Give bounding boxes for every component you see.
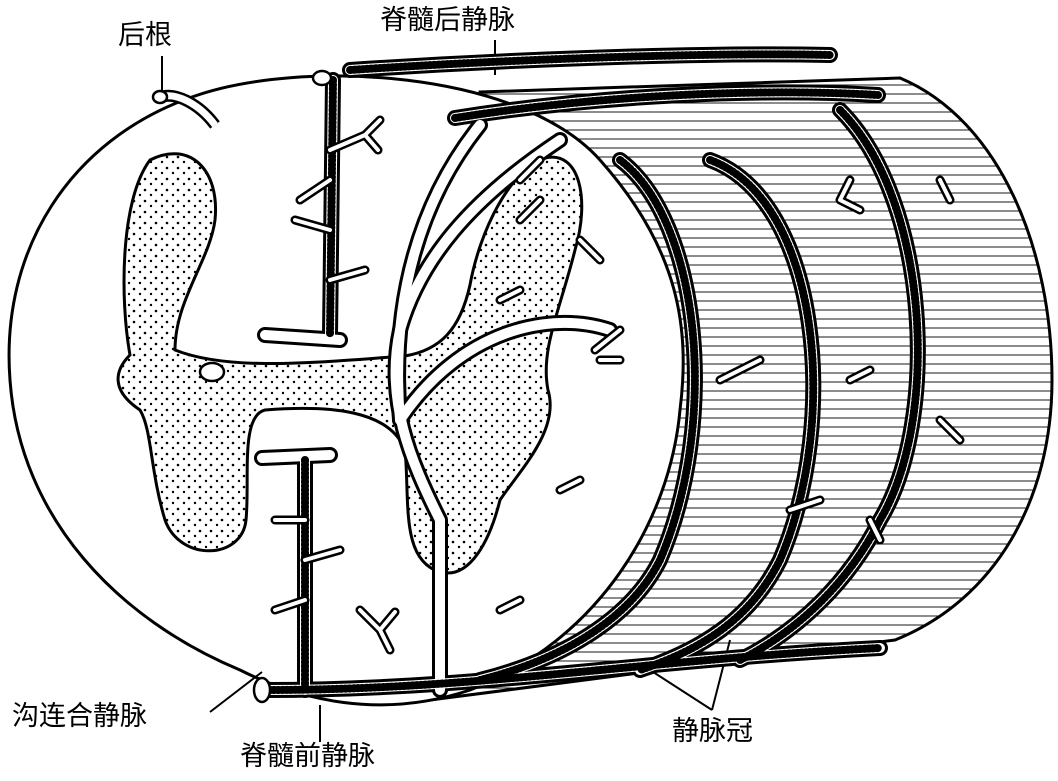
posterior-vein-cut-end <box>311 69 333 87</box>
branch-veins <box>270 115 965 655</box>
central-canal <box>198 361 226 383</box>
anterior-vein-cut-end <box>252 676 272 704</box>
label-posterior-root: 后根 <box>118 20 172 51</box>
label-sulcal-connecting-vein: 沟连合静脉 <box>12 701 147 732</box>
venous-network <box>254 46 926 698</box>
label-posterior-spinal-vein: 脊髓后静脉 <box>380 5 515 36</box>
grey-matter <box>116 152 584 575</box>
label-anterior-spinal-vein: 脊髓前静脉 <box>240 741 375 772</box>
label-venous-vasocorona: 静脉冠 <box>672 716 753 747</box>
